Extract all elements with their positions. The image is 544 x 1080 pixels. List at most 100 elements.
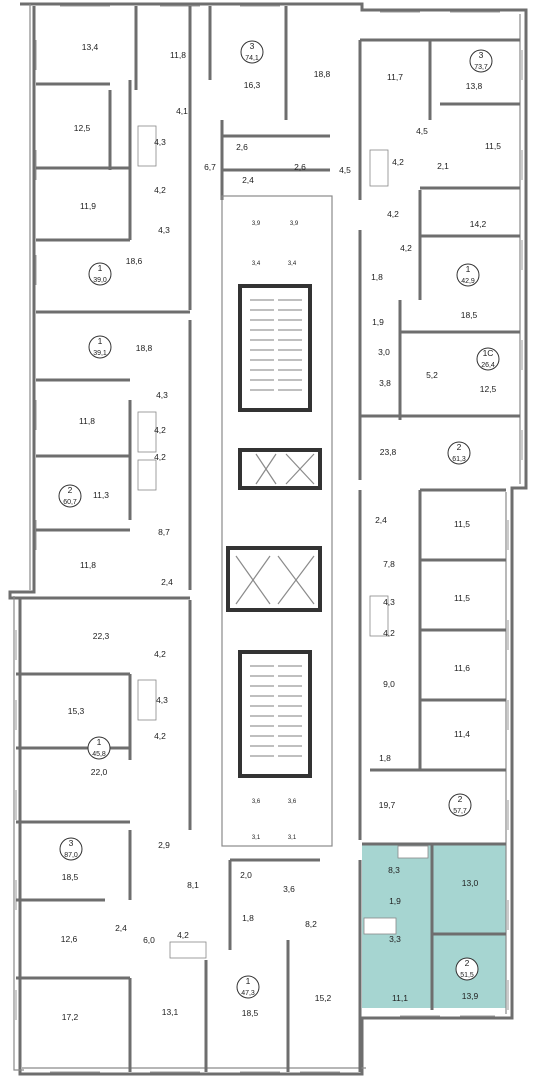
apartment-rooms: 2 [68,485,73,495]
room-area: 15,2 [315,993,332,1003]
room-area: 12,5 [480,384,497,394]
room-area: 2,0 [240,870,252,880]
room-labels: 13,4 11,8 16,3 18,8 11,7 13,8 4,1 12,5 4… [61,42,501,1022]
room-area: 11,8 [79,416,95,426]
apartment-total-area: 47,3 [241,990,255,997]
room-area: 3,6 [252,799,261,805]
apartment-rooms: 2 [458,794,463,804]
apartment-badges: 3 74,1 3 73,7 1 39,0 1 42,9 1 39,1 1С 26… [58,40,500,999]
room-area: 2,4 [242,175,254,185]
apartment-rooms: 1С [483,348,494,358]
room-area: 2,4 [115,923,127,933]
room-area: 4,3 [158,225,170,235]
room-area: 11,5 [454,519,470,529]
apartment-total-area: 74,1 [245,55,259,62]
room-area: 3,4 [252,261,261,267]
apartment-total-area: 87,0 [64,852,78,859]
apartment-badge[interactable]: 1 47,3 [236,975,260,999]
apartment-rooms: 2 [465,958,470,968]
interior-walls [16,6,520,1072]
room-area: 4,2 [383,628,395,638]
room-area: 18,5 [62,872,79,882]
room-area: 11,7 [387,72,403,82]
apartment-rooms: 2 [457,442,462,452]
apartment-badge[interactable]: 3 73,7 [469,49,493,73]
room-area: 13,1 [162,1007,179,1017]
apartment-total-area: 26,4 [481,362,495,369]
room-area: 4,2 [154,649,166,659]
apartment-total-area: 39,0 [93,277,107,284]
room-area: 4,2 [392,157,404,167]
apartment-rooms: 3 [69,838,74,848]
room-area: 3,9 [290,221,299,227]
room-area: 11,9 [80,201,96,211]
apartment-total-area: 39,1 [93,350,107,357]
apartment-total-area: 57,7 [453,808,467,815]
room-area: 13,0 [462,878,479,888]
room-area: 9,0 [383,679,395,689]
room-area: 4,2 [154,185,166,195]
room-area: 3,6 [283,884,295,894]
room-area: 4,1 [176,106,188,116]
apartment-rooms: 1 [246,976,251,986]
apartment-badge[interactable]: 3 87,0 [59,837,83,861]
room-area: 16,3 [244,80,261,90]
room-area: 2,4 [375,515,387,525]
building-outline [8,2,528,1076]
room-area: 2,6 [236,142,248,152]
apartment-badge[interactable]: 1 42,9 [456,263,480,287]
room-area: 4,2 [400,243,412,253]
room-area: 1,9 [389,896,401,906]
room-area: 4,3 [156,695,168,705]
room-area: 2,6 [294,162,306,172]
apartment-badge[interactable]: 1 39,0 [88,262,112,286]
apartment-badge[interactable]: 1 39,1 [88,335,112,359]
room-area: 1,8 [379,753,391,763]
room-area: 15,3 [68,706,85,716]
room-area: 3,1 [252,835,261,841]
apartment-badge[interactable]: 2 60,7 [58,484,82,508]
apartment-total-area: 45,8 [92,751,106,758]
windows [15,5,523,1073]
room-area: 8,1 [187,880,199,890]
apartment-badge[interactable]: 2 61,3 [447,441,471,465]
apartment-rooms: 1 [98,336,103,346]
room-area: 4,2 [154,425,166,435]
room-area: 8,3 [388,865,400,875]
apartment-badge[interactable]: 1 45,8 [87,736,111,760]
room-area: 3,8 [379,378,391,388]
room-area: 8,7 [158,527,170,537]
room-area: 11,5 [454,593,470,603]
room-area: 8,2 [305,919,317,929]
room-area: 14,2 [470,219,487,229]
apartment-rooms: 1 [97,737,102,747]
apartment-badge[interactable]: 1С 26,4 [476,347,500,371]
room-area: 4,3 [154,137,166,147]
apartment-badge[interactable]: 2 57,7 [448,793,472,817]
room-area: 13,4 [82,42,99,52]
room-area: 11,1 [392,993,408,1003]
room-area: 2,9 [158,840,170,850]
room-area: 4,3 [383,597,395,607]
room-area: 3,4 [288,261,297,267]
room-area: 11,4 [454,729,470,739]
apartment-rooms: 1 [466,264,471,274]
apartment-total-area: 60,7 [63,499,77,506]
room-area: 18,8 [136,343,153,353]
room-area: 6,7 [204,162,216,172]
room-area: 1,8 [242,913,254,923]
apartment-badge[interactable]: 3 74,1 [240,40,264,64]
room-area: 19,7 [379,800,396,810]
room-area: 2,4 [161,577,173,587]
room-area: 5,2 [426,370,438,380]
room-area: 11,6 [454,663,470,673]
apartment-rooms: 3 [479,50,484,60]
room-area: 11,3 [93,490,109,500]
apartment-badge[interactable]: 2 51,5 [455,957,479,981]
room-area: 12,5 [74,123,91,133]
room-area: 13,9 [462,991,479,1001]
room-area: 22,0 [91,767,108,777]
room-area: 4,2 [154,452,166,462]
room-area: 18,8 [314,69,331,79]
